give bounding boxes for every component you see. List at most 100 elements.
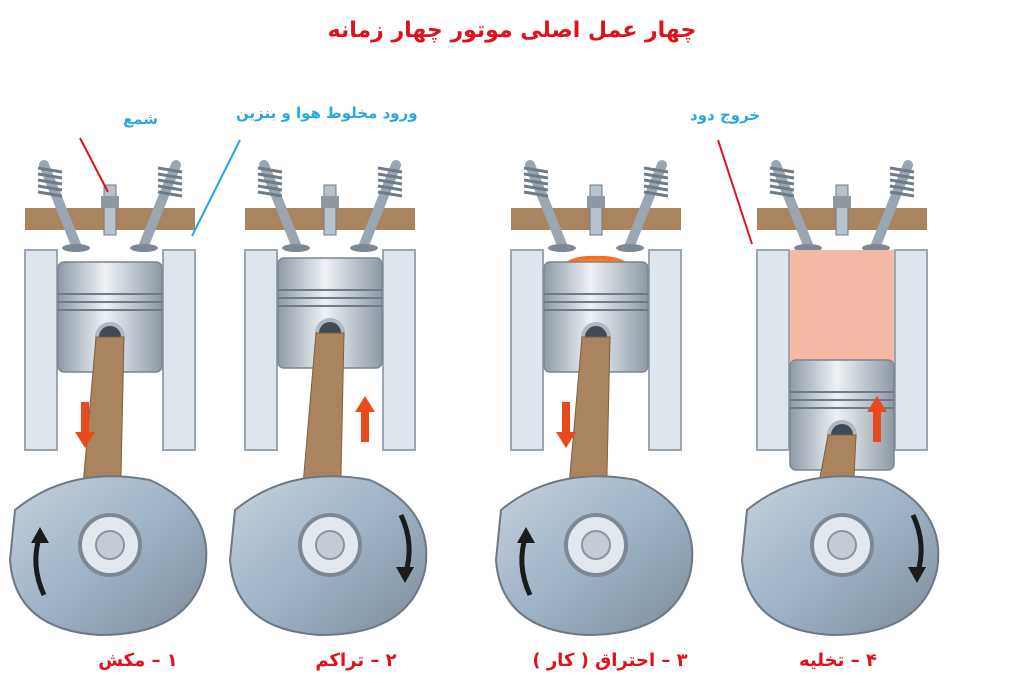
motion-arrow-shaft bbox=[873, 410, 881, 442]
valve-stem bbox=[139, 160, 181, 250]
valve-spring bbox=[377, 184, 403, 192]
crank-center bbox=[315, 530, 345, 560]
valve-head bbox=[548, 244, 576, 252]
valve-spring bbox=[889, 178, 915, 186]
valve-stem bbox=[259, 160, 301, 250]
cylinder-wall-left bbox=[244, 249, 278, 451]
valve-spring bbox=[257, 166, 283, 174]
spark-plug-hex bbox=[101, 196, 119, 208]
spark-plug-hex bbox=[587, 196, 605, 208]
spark-plug bbox=[835, 184, 849, 236]
engine-stroke-1 bbox=[8, 160, 208, 637]
intake-label: ورود مخلوط هوا و بنزین bbox=[236, 104, 418, 122]
cylinder-wall-right bbox=[382, 249, 416, 451]
cylinder-wall-left bbox=[756, 249, 790, 451]
valve-stem bbox=[771, 160, 813, 250]
spark-plug bbox=[589, 184, 603, 236]
valve-spring bbox=[889, 184, 915, 192]
spark-plug bbox=[103, 184, 117, 236]
stroke-caption-2: ۲ – تراکم bbox=[315, 650, 397, 671]
valve-spring bbox=[523, 166, 549, 174]
cylinder-wall-right bbox=[648, 249, 682, 451]
valve-spring bbox=[523, 190, 549, 198]
valve-head bbox=[616, 244, 644, 252]
valve-stem bbox=[625, 160, 667, 250]
valve-spring bbox=[157, 178, 183, 186]
valve-spring bbox=[257, 178, 283, 186]
valve-spring bbox=[643, 166, 669, 174]
valve-spring bbox=[37, 178, 63, 186]
valve-spring bbox=[643, 184, 669, 192]
valve-spring bbox=[157, 172, 183, 180]
valve-spring bbox=[769, 166, 795, 174]
valve-spring bbox=[889, 190, 915, 198]
valve-head bbox=[130, 244, 158, 252]
crank-center bbox=[95, 530, 125, 560]
valve-spring bbox=[157, 190, 183, 198]
cylinder-wall-right bbox=[894, 249, 928, 451]
valve-spring bbox=[889, 166, 915, 174]
crank-center bbox=[581, 530, 611, 560]
valve-stem bbox=[359, 160, 401, 250]
valve-spring bbox=[643, 190, 669, 198]
intake-pointer bbox=[191, 139, 241, 237]
cylinder-wall-left bbox=[24, 249, 58, 451]
valve-head bbox=[350, 244, 378, 252]
valve-spring bbox=[377, 172, 403, 180]
valve-spring bbox=[377, 190, 403, 198]
spark-plug bbox=[323, 184, 337, 236]
motion-arrow-shaft bbox=[361, 410, 369, 442]
motion-arrow-down bbox=[75, 432, 95, 448]
valve-spring bbox=[37, 166, 63, 174]
motion-arrow-shaft bbox=[81, 402, 89, 434]
valve-spring bbox=[769, 178, 795, 186]
stroke-caption-4: ۴ – تخلیه bbox=[799, 650, 877, 671]
valve-spring bbox=[523, 184, 549, 192]
motion-arrow-up bbox=[355, 396, 375, 412]
exhaust-gas bbox=[790, 250, 894, 362]
rotation-arrowhead bbox=[517, 527, 535, 543]
valve-spring bbox=[37, 190, 63, 198]
crank-center bbox=[827, 530, 857, 560]
engine-stroke-4 bbox=[740, 160, 940, 637]
cylinder-wall-left bbox=[510, 249, 544, 451]
valve-spring bbox=[769, 184, 795, 192]
rotation-arrowhead bbox=[908, 567, 926, 583]
valve-spring bbox=[377, 166, 403, 174]
valve-spring bbox=[37, 184, 63, 192]
exhaust-pointer bbox=[717, 139, 753, 245]
valve-spring bbox=[643, 178, 669, 186]
valve-spring bbox=[257, 172, 283, 180]
cylinder-wall-right bbox=[162, 249, 196, 451]
valve-head bbox=[282, 244, 310, 252]
valve-spring bbox=[377, 178, 403, 186]
valve-spring bbox=[157, 184, 183, 192]
valve-spring bbox=[523, 178, 549, 186]
valve-stem bbox=[39, 160, 81, 250]
valve-spring bbox=[257, 184, 283, 192]
valve-spring bbox=[889, 172, 915, 180]
rotation-arrowhead bbox=[31, 527, 49, 543]
valve-stem bbox=[525, 160, 567, 250]
spark-plug-hex bbox=[833, 196, 851, 208]
motion-arrow-shaft bbox=[562, 402, 570, 434]
valve-spring bbox=[523, 172, 549, 180]
valve-spring bbox=[643, 172, 669, 180]
spark-plug-label: شمع bbox=[123, 110, 159, 128]
valve-head bbox=[62, 244, 90, 252]
engine-stroke-2 bbox=[228, 160, 428, 637]
engine-stroke-3 bbox=[494, 160, 694, 637]
motion-arrow-up bbox=[867, 396, 887, 412]
stroke-caption-3: ۳ – احتراق ( کار ) bbox=[532, 650, 688, 671]
valve-spring bbox=[37, 172, 63, 180]
spark-plug-hex bbox=[321, 196, 339, 208]
valve-stem bbox=[871, 160, 913, 250]
valve-spring bbox=[157, 166, 183, 174]
motion-arrow-down bbox=[556, 432, 576, 448]
rotation-arrowhead bbox=[396, 567, 414, 583]
valve-spring bbox=[769, 190, 795, 198]
exhaust-label: خروج دود bbox=[690, 106, 761, 124]
stroke-caption-1: ۱ – مکش bbox=[98, 650, 178, 671]
valve-spring bbox=[769, 172, 795, 180]
